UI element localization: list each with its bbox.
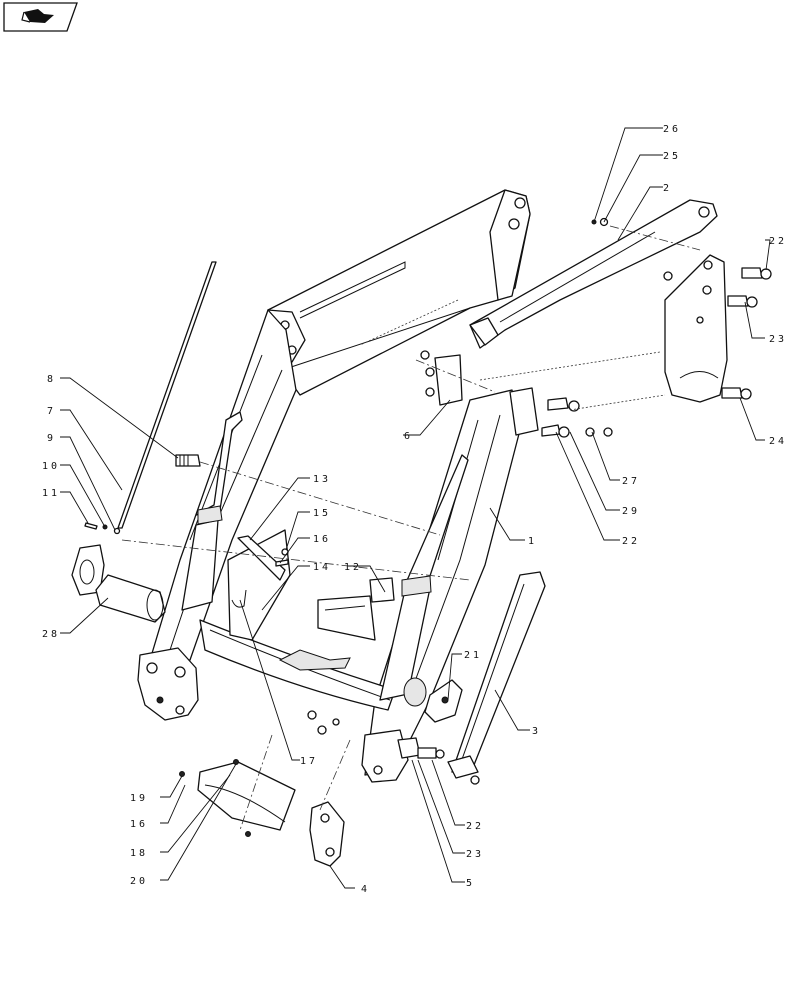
right-cylinder (379, 454, 469, 701)
callout-22-top: 22 (769, 236, 787, 247)
assembly-lines (121, 225, 701, 831)
leader-lines (60, 127, 771, 889)
loader-frame (149, 189, 728, 776)
callout-6: 6 (404, 431, 413, 442)
callout-1: 1 (528, 536, 537, 547)
guard-parts-18-20 (179, 759, 296, 837)
callout-22-mid: 22 (622, 536, 640, 547)
callout-22-low: 22 (466, 821, 484, 832)
callout-11: 11 (42, 488, 60, 499)
callout-26: 26 (663, 124, 681, 135)
callout-17: 17 (300, 756, 318, 767)
callout-7: 7 (47, 406, 56, 417)
callout-25: 25 (663, 151, 681, 162)
callout-23-low: 23 (466, 849, 484, 860)
book-arrow-icon[interactable] (3, 2, 78, 32)
callout-16-lower: 16 (130, 819, 148, 830)
callout-18: 18 (130, 848, 148, 859)
callout-13: 13 (313, 474, 331, 485)
pin-hardware-upper (420, 217, 772, 438)
callout-10: 10 (42, 461, 60, 472)
callout-14: 14 (313, 562, 331, 573)
callout-labels: 1 2 3 4 5 6 7 8 9 10 11 12 13 14 15 16 1… (42, 124, 787, 895)
plate-part-21 (403, 677, 463, 723)
bar-part-3 (447, 571, 546, 785)
callout-15: 15 (313, 508, 331, 519)
callout-3: 3 (532, 726, 541, 737)
callout-29: 29 (622, 506, 640, 517)
callout-4: 4 (361, 884, 370, 895)
grip-part-28 (71, 544, 166, 623)
callout-2: 2 (663, 183, 672, 194)
link-part-4 (309, 801, 345, 867)
callout-27: 27 (622, 476, 640, 487)
callout-9: 9 (47, 433, 56, 444)
grease-fitting-part-8 (175, 454, 201, 467)
callout-8: 8 (47, 374, 56, 385)
small-hardware-9-11 (84, 522, 121, 535)
callout-19: 19 (130, 793, 148, 804)
pin-hardware-lower (307, 710, 445, 759)
callout-28: 28 (42, 629, 60, 640)
callout-5: 5 (466, 878, 475, 889)
callout-12: 12 (344, 562, 362, 573)
left-cylinder (181, 411, 243, 611)
callout-23-top: 23 (769, 334, 787, 345)
left-bucket-bracket (137, 647, 199, 721)
callout-16-upper: 16 (313, 534, 331, 545)
right-bucket-bracket (361, 729, 409, 783)
callout-20: 20 (130, 876, 148, 887)
callout-24: 24 (769, 436, 787, 447)
clip-parts-13-16 (231, 535, 289, 608)
callout-21: 21 (464, 650, 482, 661)
rod-part-7 (117, 261, 217, 529)
